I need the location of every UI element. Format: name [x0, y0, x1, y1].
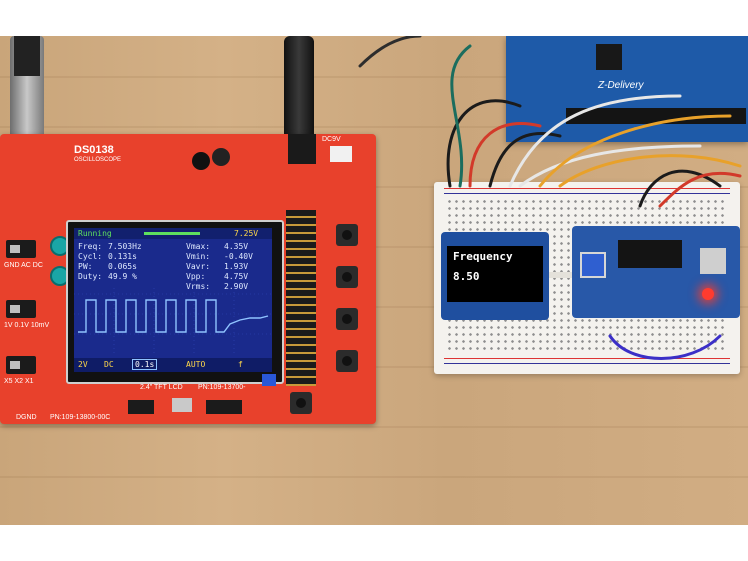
- pw-label: PW:: [78, 262, 93, 271]
- jumper-wires: [358, 36, 742, 360]
- freq-value: 7.503Hz: [108, 242, 142, 251]
- vmin-label: Vmin:: [186, 252, 211, 261]
- trigger-level: 7.25V: [234, 229, 259, 238]
- trigger-bar: [144, 232, 200, 235]
- connector: [128, 400, 154, 414]
- duty-value: 49.9 %: [108, 272, 137, 281]
- power-jack: [288, 134, 316, 164]
- lcd-screen: Running 7.25V Freq: 7.503Hz Cycl: 0.131s…: [74, 228, 272, 372]
- vpp-label: Vpp:: [186, 272, 206, 281]
- button-plus[interactable]: [336, 266, 358, 288]
- trigger-mode: AUTO: [186, 360, 206, 369]
- model-sublabel: OSCILLOSCOPE: [74, 157, 122, 163]
- coupling-switch[interactable]: [6, 240, 36, 258]
- multiplier-label: X5 X2 X1: [4, 378, 34, 385]
- connector: [206, 400, 242, 414]
- vmin-value: -0.40V: [224, 252, 253, 261]
- oled-screen: Frequency 8.50: [447, 246, 543, 302]
- vavr-label: Vavr:: [186, 262, 211, 271]
- pcb-part-number: PN:109-13800-00C: [50, 414, 111, 421]
- pw-value: 0.065s: [108, 262, 137, 271]
- usb-port: [172, 398, 192, 412]
- vmax-value: 4.35V: [224, 242, 249, 251]
- vrms-label: Vrms:: [186, 282, 211, 291]
- volt-div: 2V: [78, 360, 88, 369]
- oled-module: Frequency 8.50: [441, 232, 549, 320]
- button-ok[interactable]: [336, 350, 358, 372]
- adc-chip: [618, 240, 682, 268]
- pin-header: [286, 210, 316, 386]
- trigger-edge: f: [238, 360, 243, 369]
- model-label: DS0138: [74, 144, 114, 156]
- arduino-header: [566, 108, 746, 124]
- arduino-board: Z-Delivery: [506, 36, 748, 142]
- bnc-cable: [14, 36, 40, 76]
- vmax-label: Vmax:: [186, 242, 211, 251]
- capacitor: [192, 152, 210, 170]
- duty-label: Duty:: [78, 272, 103, 281]
- oscilloscope-board: DS0138 OSCILLOSCOPE DC9V GND AC DC 1V 0.…: [0, 134, 376, 424]
- adc-chip-2: [700, 248, 726, 274]
- oled-line-2: 8.50: [453, 270, 480, 283]
- button-minus[interactable]: [336, 308, 358, 330]
- sensitivity-label: 1V 0.1V 10mV: [4, 322, 50, 329]
- coupling-mode: DC: [104, 360, 114, 369]
- sensitivity-switch[interactable]: [6, 300, 36, 318]
- multiplier-switch[interactable]: [6, 356, 36, 374]
- cycl-value: 0.131s: [108, 252, 137, 261]
- button-sel[interactable]: [336, 224, 358, 246]
- button-reset[interactable]: [290, 392, 312, 414]
- time-div: 0.1s: [132, 359, 158, 370]
- oled-line-1: Frequency: [453, 250, 513, 263]
- arduino-brand: Z-Delivery: [598, 80, 644, 91]
- photo: DS0138 OSCILLOSCOPE DC9V GND AC DC 1V 0.…: [0, 36, 748, 525]
- blue-potentiometer: [262, 374, 276, 386]
- status-text: Running: [78, 229, 112, 238]
- pcb-part-number-2: PN:109-13700-: [198, 384, 246, 391]
- cycl-label: Cycl:: [78, 252, 103, 261]
- vpp-value: 4.75V: [224, 272, 249, 281]
- square-wave: [78, 299, 269, 333]
- power-connector: [330, 146, 352, 162]
- capacitor: [212, 148, 230, 166]
- led-indicator: [702, 288, 714, 300]
- coupling-label: GND AC DC: [4, 262, 43, 269]
- adc-module: [572, 226, 740, 318]
- lcd-label: 2.4" TFT LCD: [140, 384, 183, 391]
- vavr-value: 1.93V: [224, 262, 249, 271]
- waveform-plot: [74, 288, 272, 356]
- vrms-value: 2.90V: [224, 282, 249, 291]
- dgnd-label: DGND: [16, 414, 37, 421]
- potentiometer[interactable]: [580, 252, 606, 278]
- arduino-chip: [596, 44, 622, 70]
- freq-label: Freq:: [78, 242, 103, 251]
- power-label: DC9V: [322, 136, 341, 143]
